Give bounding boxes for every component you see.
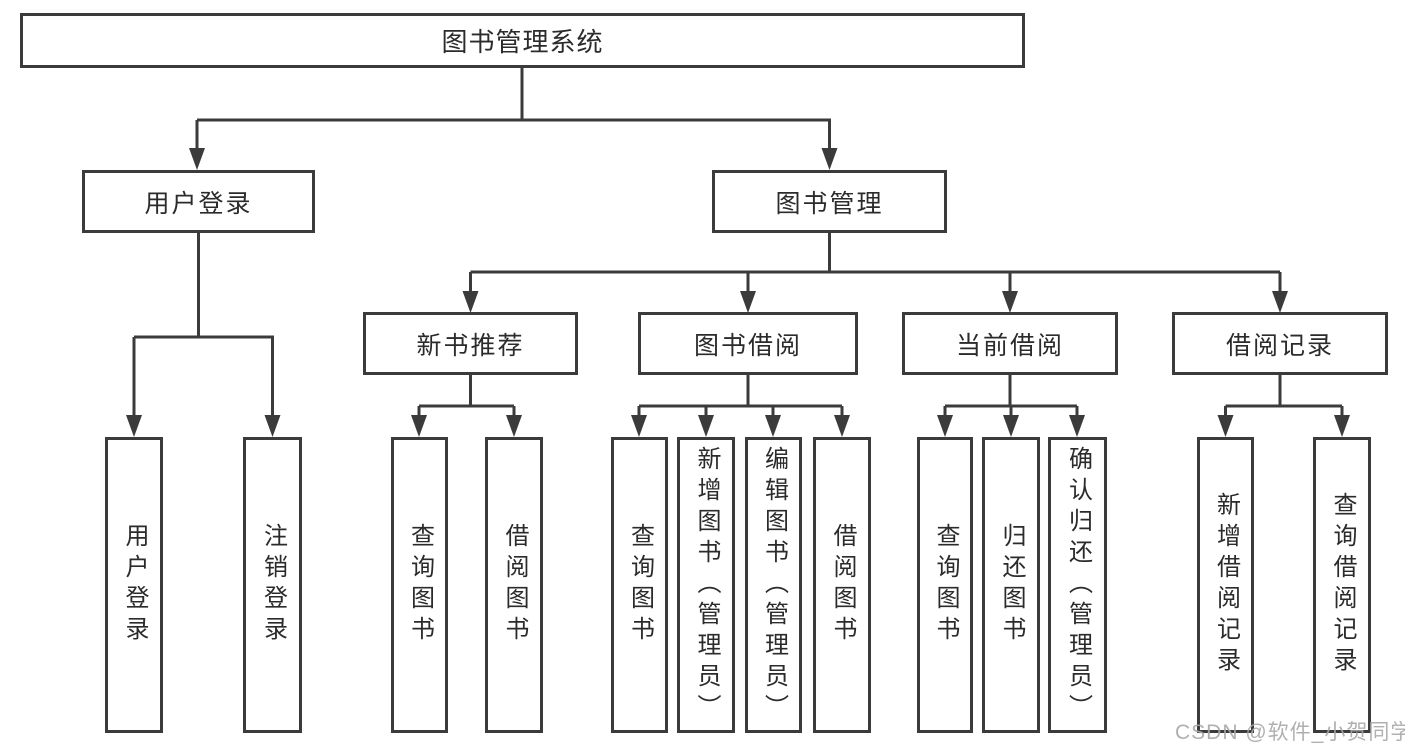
leaf-label: 注销登录 bbox=[259, 523, 287, 647]
leaf-query-books-1: 查询图书 bbox=[391, 437, 448, 733]
node-root: 图书管理系统 bbox=[20, 13, 1025, 68]
leaf-add-book-admin: 新增图书（管理员） bbox=[677, 437, 735, 733]
leaf-label: 查询图书 bbox=[406, 523, 434, 647]
leaf-borrow-books-1: 借阅图书 bbox=[485, 437, 543, 733]
node-current-borrow: 当前借阅 bbox=[902, 312, 1118, 375]
leaf-logout: 注销登录 bbox=[243, 437, 302, 733]
leaf-label: 用户登录 bbox=[121, 523, 148, 647]
csdn-watermark: CSDN @软件_小贺同学 bbox=[1175, 721, 1405, 744]
leaf-user-login: 用户登录 bbox=[105, 437, 163, 733]
leaf-label: 借阅图书 bbox=[829, 523, 856, 647]
node-user-login: 用户登录 bbox=[82, 170, 315, 233]
leaf-borrow-books-2: 借阅图书 bbox=[813, 437, 871, 733]
leaf-label: 查询图书 bbox=[626, 523, 654, 647]
leaf-label: 借阅图书 bbox=[501, 523, 528, 647]
node-book-borrow: 图书借阅 bbox=[638, 312, 858, 375]
node-book-management: 图书管理 bbox=[712, 170, 947, 233]
leaf-label: 确认归还（管理员） bbox=[1064, 445, 1092, 725]
leaf-label: 查询借阅记录 bbox=[1329, 492, 1356, 678]
leaf-query-books-3: 查询图书 bbox=[917, 437, 973, 733]
leaf-edit-book-admin: 编辑图书（管理员） bbox=[745, 437, 802, 733]
leaf-query-borrow-record: 查询借阅记录 bbox=[1313, 437, 1371, 733]
leaf-label: 新增图书（管理员） bbox=[693, 445, 720, 725]
leaf-label: 归还图书 bbox=[998, 523, 1025, 647]
node-new-book-recommend: 新书推荐 bbox=[363, 312, 578, 375]
leaf-return-book: 归还图书 bbox=[982, 437, 1040, 733]
leaf-confirm-return-admin: 确认归还（管理员） bbox=[1048, 437, 1107, 733]
leaf-add-borrow-record: 新增借阅记录 bbox=[1197, 437, 1254, 733]
leaf-label: 查询图书 bbox=[932, 523, 959, 647]
leaf-query-books-2: 查询图书 bbox=[611, 437, 668, 733]
leaf-label: 新增借阅记录 bbox=[1212, 492, 1240, 678]
leaf-label: 编辑图书（管理员） bbox=[760, 445, 788, 725]
node-borrow-records: 借阅记录 bbox=[1172, 312, 1388, 375]
